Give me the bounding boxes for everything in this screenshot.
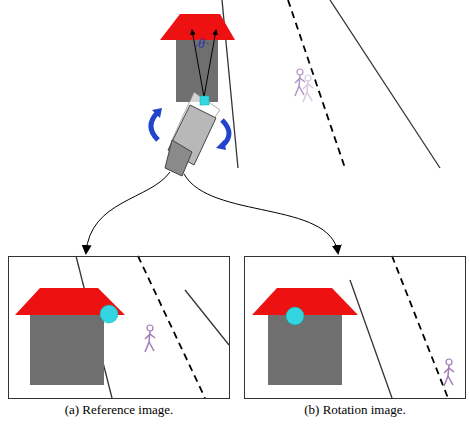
image-panel: (b) Rotation image. bbox=[244, 256, 466, 399]
angle-symbol: θ bbox=[198, 36, 205, 52]
panel-caption: (b) Rotation image. bbox=[304, 402, 405, 418]
panel-caption: (a) Reference image. bbox=[65, 402, 174, 418]
image-panel: (a) Reference image. bbox=[8, 256, 230, 399]
